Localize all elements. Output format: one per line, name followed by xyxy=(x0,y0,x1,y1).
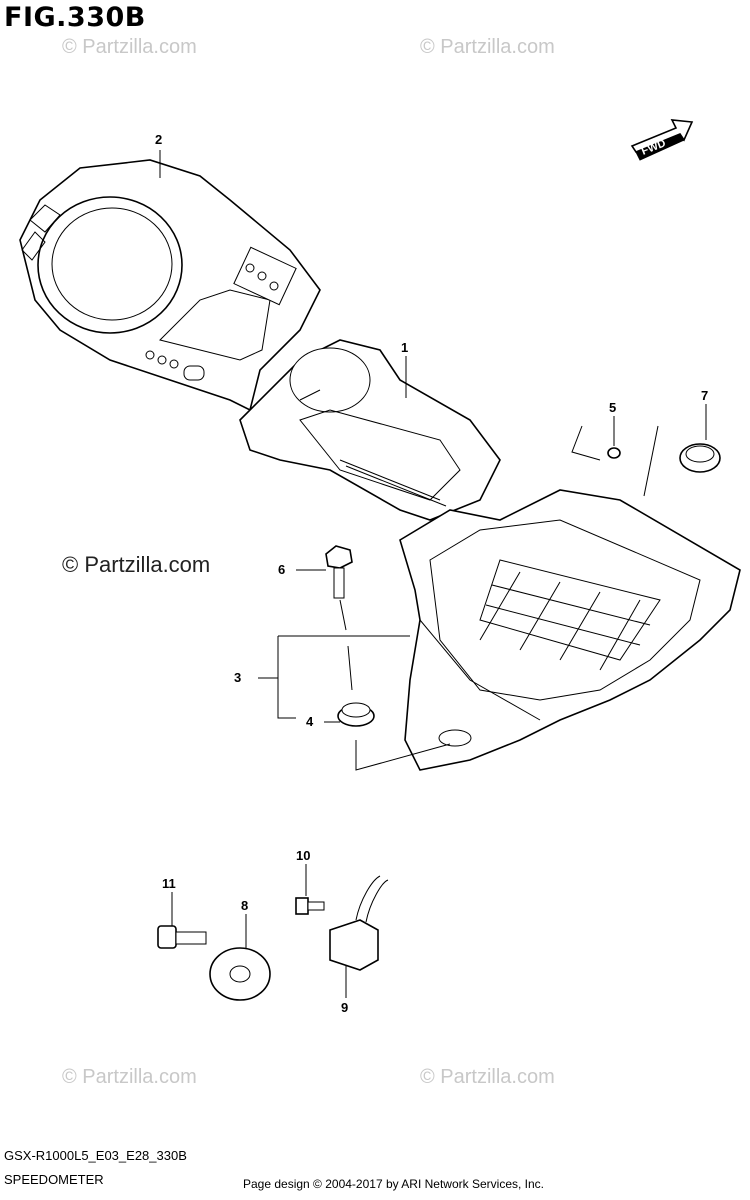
callout-1: 1 xyxy=(401,340,409,355)
grommet-part-7 xyxy=(679,443,721,473)
callout-7: 7 xyxy=(701,388,709,403)
bolt-part-11 xyxy=(157,925,207,949)
callout-4: 4 xyxy=(306,714,314,729)
callout-9: 9 xyxy=(341,1000,349,1015)
callout-5: 5 xyxy=(609,400,617,415)
watermark-bottom-left: © Partzilla.com xyxy=(62,1066,197,1088)
watermark-bottom-right: © Partzilla.com xyxy=(420,1066,555,1088)
bolt-part-10 xyxy=(295,897,325,915)
screw-part-6 xyxy=(325,545,353,599)
sensor-part-9 xyxy=(329,875,389,971)
watermark-middle: © Partzilla.com xyxy=(62,552,211,577)
figure-title: FIG.330B xyxy=(4,2,146,33)
model-code: GSX-R1000L5_E03_E28_330B xyxy=(4,1148,187,1163)
grommet-part-5 xyxy=(607,447,621,459)
fwd-arrow-icon: FWD xyxy=(630,119,694,161)
page-credit: Page design © 2004-2017 by ARI Network S… xyxy=(243,1177,545,1191)
cushion-part-4 xyxy=(337,702,375,727)
callout-11: 11 xyxy=(162,876,176,891)
meter-cover-part xyxy=(19,159,321,412)
leader-lines xyxy=(159,150,707,998)
speedometer-assembly-part xyxy=(239,339,501,521)
section-name: SPEEDOMETER xyxy=(4,1172,104,1187)
callout-3: 3 xyxy=(234,670,242,685)
callout-2: 2 xyxy=(155,132,163,147)
watermark-top-right: © Partzilla.com xyxy=(420,36,555,58)
callout-6: 6 xyxy=(278,562,286,577)
meter-case-lower-part xyxy=(399,489,741,771)
callout-8: 8 xyxy=(241,898,249,913)
gear-part-8 xyxy=(209,947,271,1001)
callout-10: 10 xyxy=(296,848,311,863)
watermark-top-left: © Partzilla.com xyxy=(62,36,197,58)
